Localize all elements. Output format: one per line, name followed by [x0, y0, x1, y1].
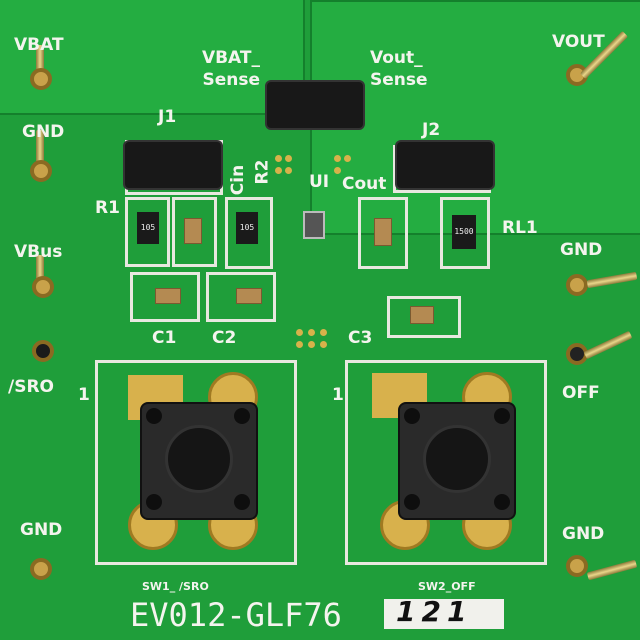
via	[285, 167, 292, 174]
label-vout-sense: Vout_ Sense	[370, 48, 428, 90]
label-gnd: GND	[20, 520, 63, 540]
screw-icon	[146, 408, 162, 424]
label-c1: C1	[152, 328, 177, 348]
via	[285, 155, 292, 162]
capacitor	[184, 218, 202, 244]
handwritten-serial: 121	[396, 595, 473, 628]
sense-header[interactable]	[265, 80, 365, 130]
screw-icon	[146, 494, 162, 510]
via	[308, 329, 315, 336]
via	[296, 329, 303, 336]
serial-box: 121	[384, 595, 504, 629]
screw-icon	[234, 494, 250, 510]
label-sw1: SW1_ /SRO	[142, 580, 209, 593]
label-j1: J1	[158, 107, 177, 127]
via	[334, 155, 341, 162]
capacitor-cout	[374, 218, 392, 246]
terminal-gnd-right-top[interactable]	[566, 274, 588, 296]
via	[275, 155, 282, 162]
via	[320, 341, 327, 348]
silk-cin-pad	[172, 197, 217, 267]
capacitor-cin: 105	[236, 212, 258, 244]
switch-knob[interactable]	[165, 425, 233, 493]
terminal-gnd-left-top[interactable]	[30, 160, 52, 182]
silk-c2	[206, 272, 276, 322]
label-r2: R2	[252, 159, 273, 185]
label-pin1: 1	[78, 385, 90, 405]
label-vbat: VBAT	[14, 35, 64, 55]
screw-icon	[234, 408, 250, 424]
pin	[36, 45, 44, 77]
terminal-vbat[interactable]	[30, 68, 52, 90]
capacitor-c1	[155, 288, 181, 304]
silk-cin	[225, 197, 273, 269]
terminal-vbus[interactable]	[32, 276, 54, 298]
label-off: OFF	[562, 383, 600, 403]
silk-rl1	[440, 197, 490, 269]
terminal-gnd-right-bottom[interactable]	[566, 555, 588, 577]
resistor-rl1: 1500	[452, 215, 476, 249]
silk-c1	[130, 272, 200, 322]
part-number: EV012-GLF76	[130, 596, 342, 634]
silk-cout	[358, 197, 408, 269]
label-r1: R1	[95, 198, 120, 218]
screw-icon	[494, 408, 510, 424]
screw-icon	[404, 408, 420, 424]
silk-sw2	[345, 360, 547, 565]
screw-icon	[404, 494, 420, 510]
label-sro: /SRO	[8, 377, 54, 397]
label-gnd: GND	[22, 122, 65, 142]
label-c3: C3	[348, 328, 373, 348]
switch-knob[interactable]	[423, 425, 491, 493]
label-gnd: GND	[562, 524, 605, 544]
label-cin: Cin	[228, 164, 249, 196]
label-vout: VOUT	[552, 32, 605, 52]
silk-r1	[125, 197, 170, 267]
via	[320, 329, 327, 336]
capacitor-c2	[236, 288, 262, 304]
terminal-gnd-left-bottom[interactable]	[30, 558, 52, 580]
label-pin1: 1	[332, 385, 344, 405]
pin	[583, 330, 633, 360]
via	[275, 167, 282, 174]
via	[334, 167, 341, 174]
via	[296, 341, 303, 348]
label-vbus: VBus	[14, 242, 63, 262]
label-j2: J2	[422, 120, 441, 140]
label-u1: UI	[309, 172, 330, 192]
label-c2: C2	[212, 328, 237, 348]
resistor-r1: 105	[137, 212, 159, 244]
label-gnd: GND	[560, 240, 603, 260]
screw-icon	[494, 494, 510, 510]
copper-pour-left-top	[0, 0, 305, 115]
label-cout: Cout	[342, 174, 387, 194]
via	[308, 341, 315, 348]
label-vbat-sense: VBAT_ Sense	[201, 48, 260, 90]
label-rl1: RL1	[502, 218, 538, 238]
pin	[586, 271, 638, 289]
terminal-sro[interactable]	[32, 340, 54, 362]
silk-c3	[387, 296, 461, 338]
ic-u1	[303, 211, 325, 239]
jumper-j1[interactable]	[123, 140, 223, 190]
silk-sw1	[95, 360, 297, 565]
pin	[586, 559, 638, 581]
copper-pour-right-top	[310, 0, 640, 235]
pin	[36, 255, 44, 285]
jumper-j2[interactable]	[395, 140, 495, 190]
pin	[36, 130, 44, 170]
via	[344, 155, 351, 162]
label-sw2: SW2_OFF	[418, 580, 476, 593]
capacitor-c3	[410, 306, 434, 324]
